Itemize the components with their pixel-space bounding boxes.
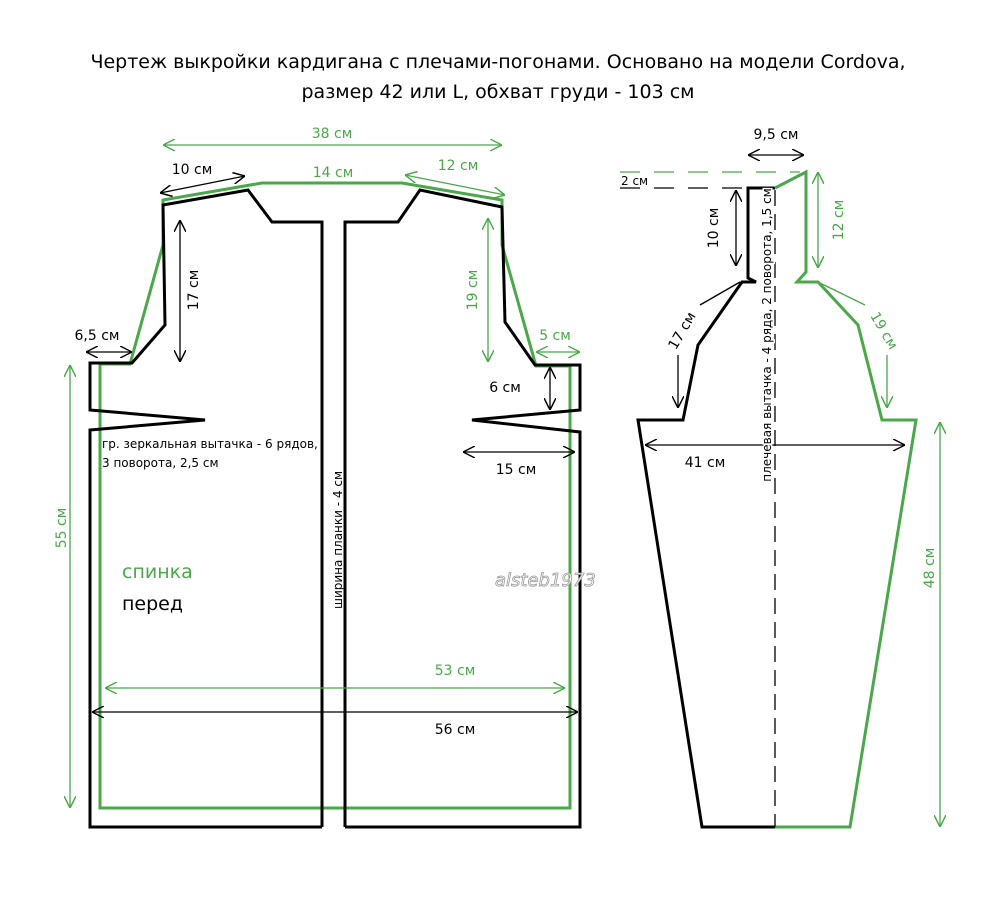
- label-19cm: 19 см: [465, 270, 481, 311]
- label-2cm: 2 см: [621, 174, 648, 188]
- sleeve-front-half: [636, 186, 775, 829]
- dim-12: [405, 175, 505, 195]
- sleeve-back-half: [774, 169, 918, 829]
- label-19cm-sleeve: 19 см: [866, 309, 900, 352]
- dart-note-1: гр. зеркальная вытачка - 6 рядов,: [102, 437, 318, 451]
- shoulder-dart-note: плечевая вытачка - 4 ряда, 2 поворота, 1…: [760, 188, 774, 481]
- dim-19-sleeve: [817, 281, 887, 408]
- label-56cm: 56 см: [435, 722, 476, 738]
- dim-17-sleeve: [678, 281, 741, 408]
- label-12cm: 12 см: [438, 158, 479, 174]
- label-53cm: 53 см: [435, 663, 476, 679]
- label-48cm: 48 см: [922, 548, 938, 589]
- label-6-5cm: 6,5 см: [75, 328, 120, 344]
- title-line-2: размер 42 или L, обхват груди - 103 см: [301, 81, 694, 103]
- label-38cm: 38 см: [312, 126, 353, 142]
- label-14cm: 14 см: [313, 165, 354, 181]
- watermark: alsteb1973: [495, 570, 596, 591]
- label-12cm-sleeve: 12 см: [831, 200, 847, 241]
- label-15cm: 15 см: [496, 462, 537, 478]
- label-17cm: 17 см: [186, 270, 202, 311]
- placket-note: ширина планки - 4 см: [331, 471, 345, 609]
- label-10cm-sleeve: 10 см: [706, 208, 722, 249]
- label-10cm: 10 см: [172, 162, 213, 178]
- label-55cm: 55 см: [54, 508, 70, 549]
- dart-note-2: 3 поворота, 2,5 см: [102, 456, 219, 470]
- front-outline: [88, 188, 582, 829]
- label-6cm: 6 см: [489, 380, 521, 396]
- label-9-5cm: 9,5 см: [754, 127, 799, 143]
- label-5cm: 5 см: [539, 328, 571, 344]
- dim-10: [160, 176, 245, 193]
- legend-back: спинка: [122, 561, 193, 583]
- label-41cm: 41 см: [685, 455, 726, 471]
- title-line-1: Чертеж выкройки кардигана с плечами-пого…: [90, 51, 905, 73]
- legend-front: перед: [122, 593, 183, 615]
- label-17cm-sleeve: 17 см: [665, 309, 699, 352]
